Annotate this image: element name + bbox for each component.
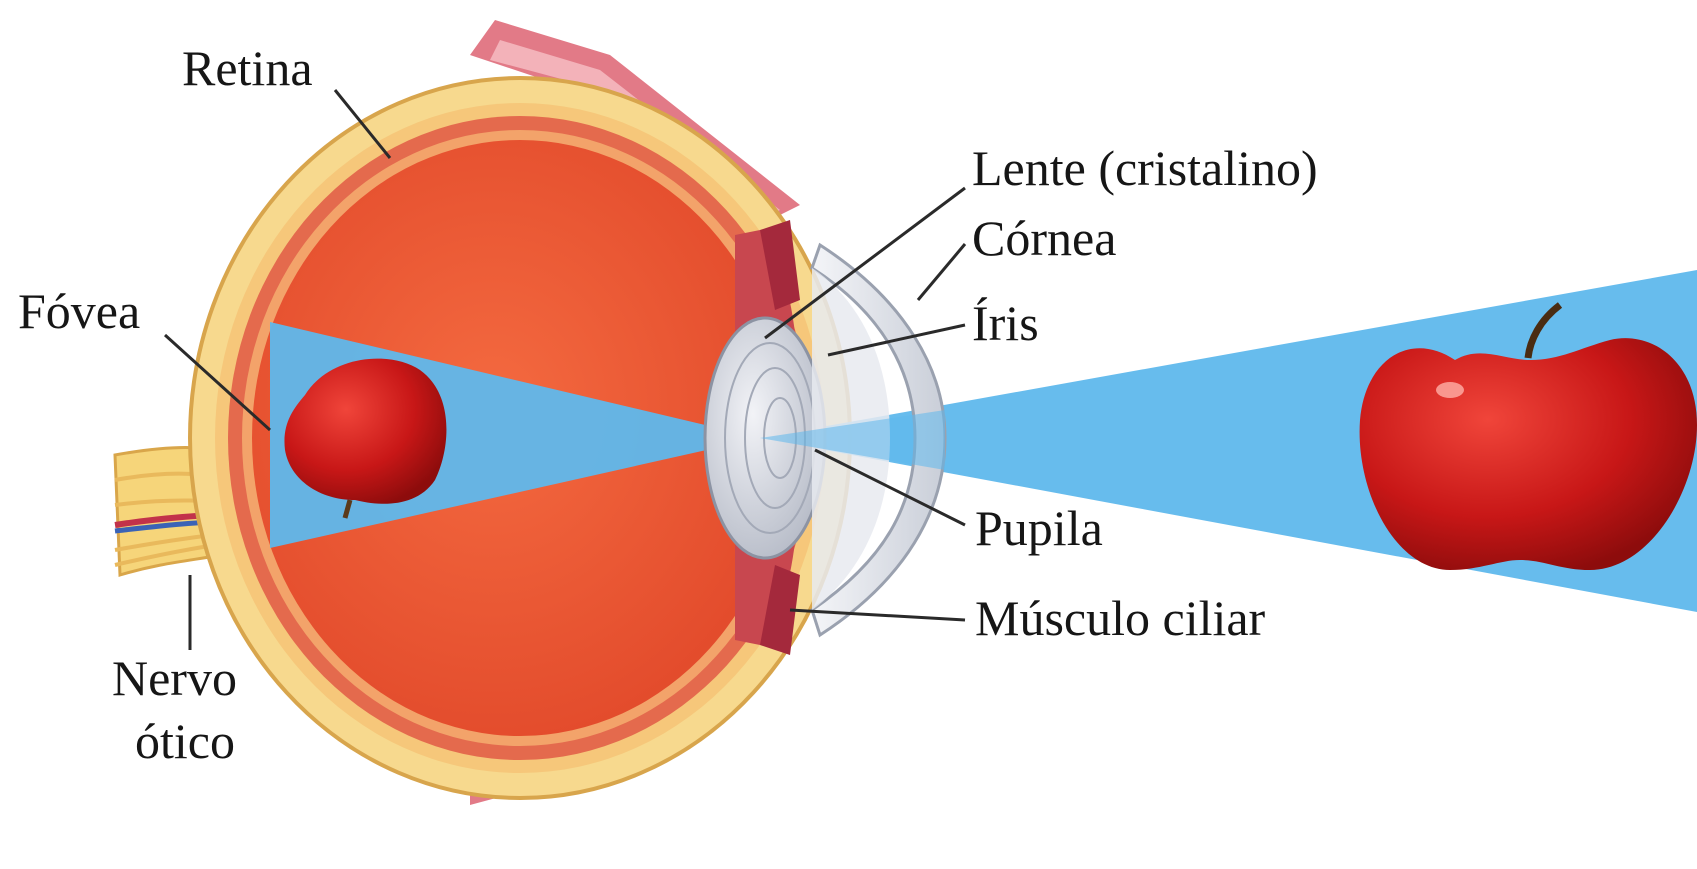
label-ciliary-muscle: Músculo ciliar xyxy=(975,590,1266,646)
leader-cornea xyxy=(918,244,965,300)
label-optic-nerve-line2: ótico xyxy=(135,713,235,769)
label-lens: Lente (cristalino) xyxy=(972,140,1318,196)
label-iris: Íris xyxy=(972,295,1039,351)
label-fovea: Fóvea xyxy=(18,283,140,339)
label-pupil: Pupila xyxy=(975,500,1103,556)
label-optic-nerve-line1: Nervo xyxy=(112,650,237,706)
label-cornea: Córnea xyxy=(972,210,1116,266)
label-retina: Retina xyxy=(182,40,313,96)
